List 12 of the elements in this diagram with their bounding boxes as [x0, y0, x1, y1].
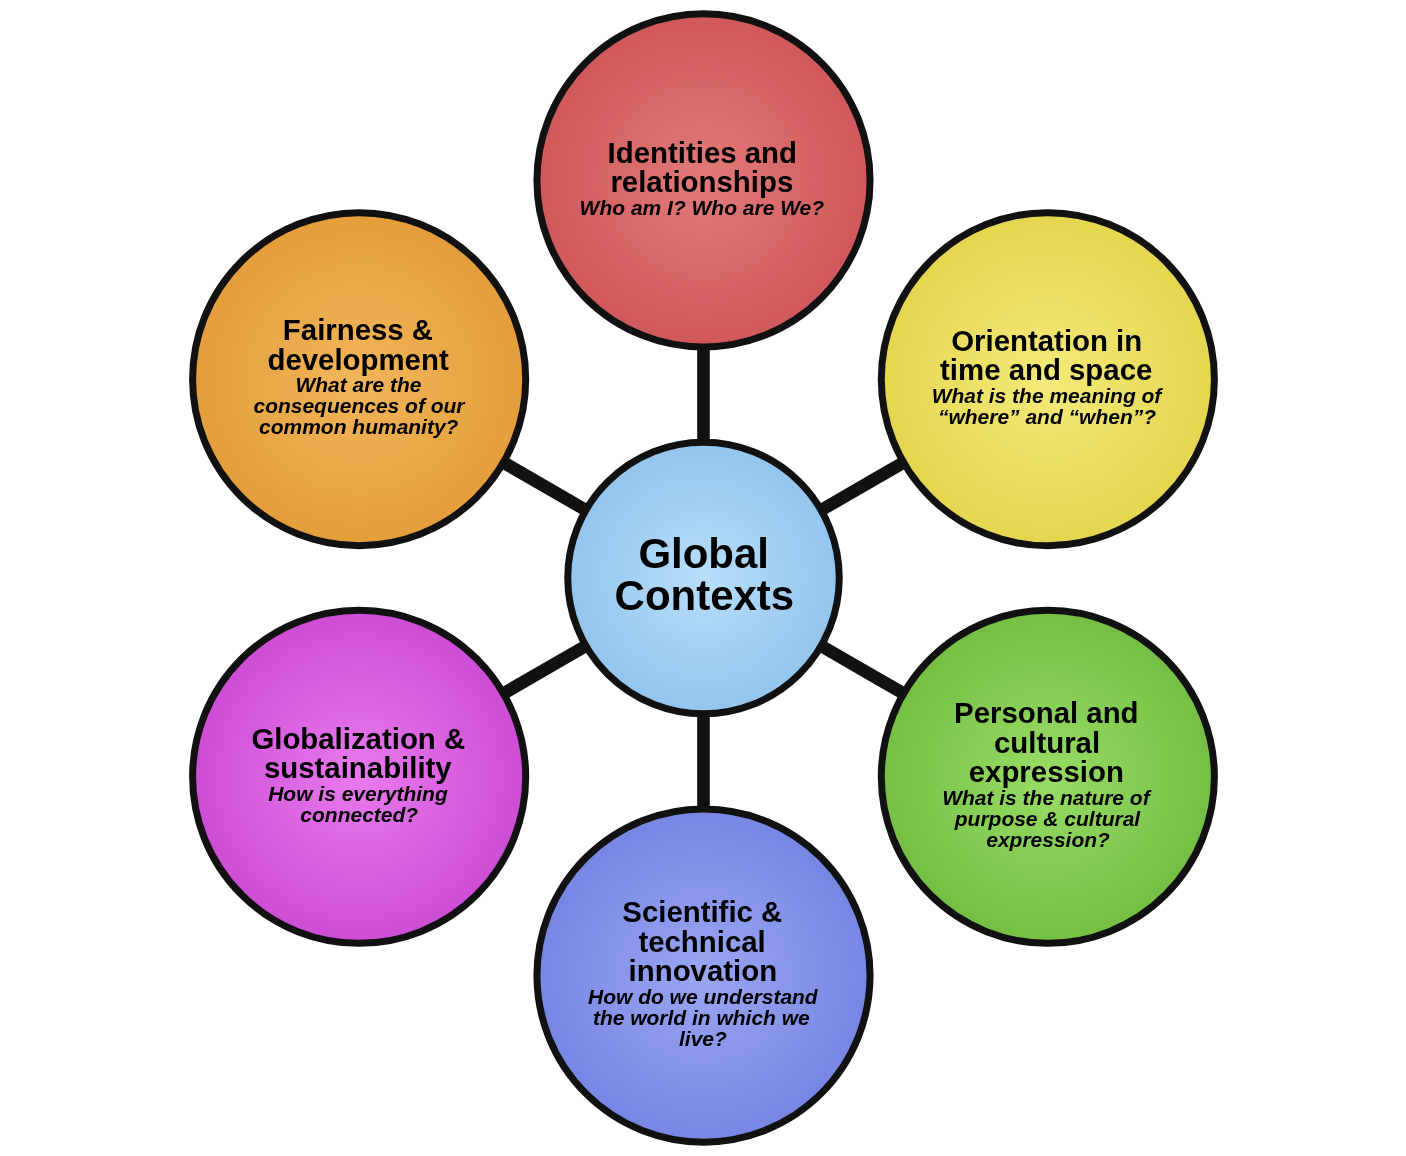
node-circle: Scientific & technical innovation How do we understand the world in which we live?	[532, 805, 874, 1146]
node-circle: Globalization & sustainability How is everything connected?	[188, 606, 529, 947]
connector	[696, 714, 710, 809]
node-circle: Fairness & development What are the consequences of our common humanity?	[188, 209, 529, 550]
connector	[500, 457, 589, 516]
node-circle: Orientation in time and space What is the meaning of “where” and “when”?	[877, 209, 1218, 550]
node-circle: Global Contexts	[563, 438, 843, 718]
node-circle: Identities and relationships Who am I? Who are We?	[532, 10, 874, 351]
connector	[696, 347, 710, 442]
connector	[817, 640, 906, 699]
node-circle: Personal and cultural expression What is the nature of purpose & cultural expression?	[877, 606, 1218, 947]
connector	[500, 640, 589, 699]
